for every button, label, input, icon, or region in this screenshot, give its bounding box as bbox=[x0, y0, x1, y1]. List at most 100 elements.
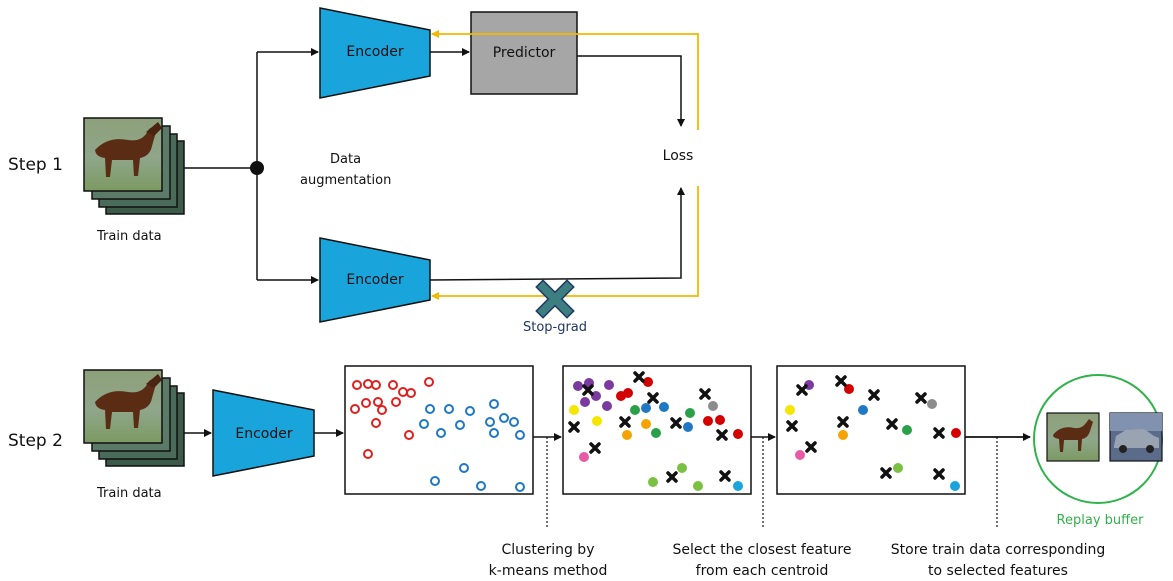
car-image-icon bbox=[1109, 412, 1163, 462]
feature-point bbox=[573, 381, 583, 391]
centroid-marker bbox=[719, 470, 731, 482]
feature-point bbox=[795, 450, 805, 460]
encoder-step2-shape bbox=[212, 389, 315, 477]
centroid-marker bbox=[589, 442, 601, 454]
step1-label: Step 1 bbox=[8, 155, 63, 175]
centroid-marker bbox=[666, 471, 678, 483]
feature-point bbox=[685, 408, 695, 418]
centroid-marker bbox=[786, 420, 798, 432]
feature-point-red bbox=[391, 397, 401, 407]
feature-point bbox=[623, 388, 633, 398]
feature-point-red bbox=[350, 404, 360, 414]
feature-point-blue bbox=[430, 476, 440, 486]
centroid-marker bbox=[933, 468, 945, 480]
replay-buffer-label: Replay buffer bbox=[1057, 513, 1145, 528]
feature-point-blue bbox=[419, 419, 429, 429]
centroid-marker bbox=[868, 389, 880, 401]
caption-select-line1: Select the closest feature bbox=[673, 542, 852, 558]
feature-point-blue bbox=[485, 417, 495, 427]
feature-point bbox=[602, 401, 612, 411]
train-data-stack-step1 bbox=[83, 117, 185, 215]
feature-point-blue bbox=[465, 406, 475, 416]
horse-image-icon bbox=[1046, 412, 1100, 462]
horse-image-icon bbox=[83, 369, 163, 444]
feature-point-blue bbox=[455, 420, 465, 430]
feature-point bbox=[580, 397, 590, 407]
gradient-arrow-bottom bbox=[431, 186, 699, 300]
feature-point bbox=[927, 399, 937, 409]
feature-point bbox=[630, 405, 640, 415]
encoder-bottom-shape bbox=[319, 237, 431, 323]
feature-point-red bbox=[406, 388, 416, 398]
feature-point bbox=[622, 430, 632, 440]
feature-point-blue bbox=[499, 413, 509, 423]
feature-point bbox=[643, 377, 653, 387]
feature-point bbox=[733, 429, 743, 439]
feature-point bbox=[951, 428, 961, 438]
predictor-label: Predictor bbox=[493, 45, 556, 61]
centroid-marker bbox=[568, 421, 580, 433]
feature-point-blue bbox=[459, 463, 469, 473]
feature-point bbox=[693, 481, 703, 491]
feature-point bbox=[604, 380, 614, 390]
feature-point-blue bbox=[425, 404, 435, 414]
feature-point bbox=[579, 452, 589, 462]
feature-point bbox=[569, 405, 579, 415]
centroid-marker bbox=[670, 417, 682, 429]
centroid-marker bbox=[915, 392, 927, 404]
feature-point-red bbox=[371, 380, 381, 390]
feature-point-blue bbox=[489, 428, 499, 438]
step2-label: Step 2 bbox=[8, 431, 63, 451]
panel3-points bbox=[785, 375, 961, 491]
panel1-points bbox=[350, 377, 525, 492]
train-data-label-step2: Train data bbox=[96, 486, 162, 501]
feature-point bbox=[838, 430, 848, 440]
feature-point bbox=[651, 428, 661, 438]
loss-label: Loss bbox=[663, 148, 694, 164]
feature-point bbox=[659, 402, 669, 412]
arrow-predictor-to-loss bbox=[577, 55, 685, 127]
centroid-marker bbox=[699, 388, 711, 400]
centroid-marker bbox=[805, 441, 817, 453]
feature-point-red bbox=[371, 418, 381, 428]
panel2-points bbox=[568, 371, 743, 491]
centroid-marker bbox=[716, 429, 728, 441]
centroid-marker bbox=[647, 392, 659, 404]
feature-point-blue bbox=[436, 428, 446, 438]
feature-point bbox=[708, 401, 718, 411]
feature-point bbox=[641, 419, 651, 429]
centroid-marker bbox=[886, 418, 898, 430]
feature-point bbox=[592, 416, 602, 426]
stop-grad-label: Stop-grad bbox=[523, 320, 587, 335]
centroid-marker bbox=[633, 371, 645, 383]
stop-grad-x-icon bbox=[535, 279, 575, 319]
feature-point-blue bbox=[515, 430, 525, 440]
predictor-box bbox=[470, 11, 578, 95]
encoder-step2-label: Encoder bbox=[235, 426, 292, 442]
centroid-marker bbox=[796, 384, 808, 396]
caption-clustering-line1: Clustering by bbox=[502, 542, 595, 558]
feature-point bbox=[733, 481, 743, 491]
feature-point-blue bbox=[444, 404, 454, 414]
encoder-bottom-label: Encoder bbox=[346, 272, 403, 288]
centroid-marker bbox=[933, 427, 945, 439]
centroid-marker bbox=[835, 375, 847, 387]
feature-point bbox=[785, 405, 795, 415]
caption-store-line1: Store train data corresponding bbox=[891, 542, 1105, 558]
feature-point-red bbox=[424, 377, 434, 387]
train-data-label-step1: Train data bbox=[96, 229, 162, 244]
feature-point bbox=[902, 425, 912, 435]
feature-point-red bbox=[361, 398, 371, 408]
feature-point-blue bbox=[489, 399, 499, 409]
feature-point bbox=[641, 403, 651, 413]
feature-point-red bbox=[388, 380, 398, 390]
feature-point bbox=[858, 405, 868, 415]
caption-select-line2: from each centroid bbox=[696, 563, 829, 579]
centroid-marker bbox=[837, 416, 849, 428]
encoder-top-shape bbox=[319, 7, 431, 99]
feature-point bbox=[648, 477, 658, 487]
augmentation-label-line1: Data bbox=[330, 152, 361, 167]
centroid-marker bbox=[619, 416, 631, 428]
gradient-arrow-top bbox=[431, 30, 699, 130]
